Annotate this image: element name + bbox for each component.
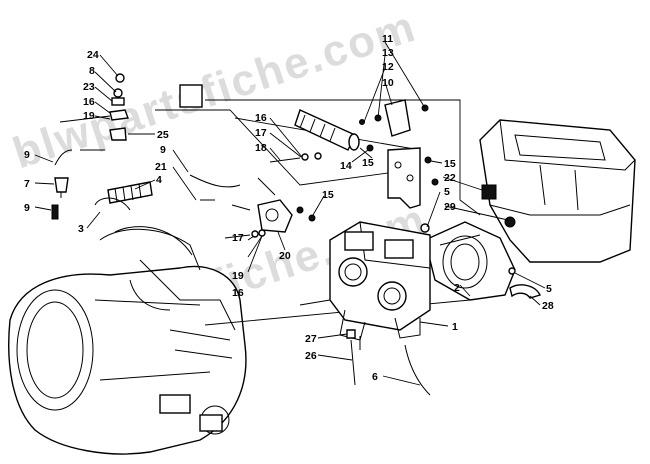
fuel-filter bbox=[294, 109, 360, 151]
callout-16: 16 bbox=[232, 287, 244, 299]
gasket-29 bbox=[504, 216, 516, 228]
callout-8: 8 bbox=[89, 65, 95, 77]
callout-20: 20 bbox=[279, 250, 291, 262]
callout-18: 18 bbox=[255, 142, 267, 154]
callout-leaders bbox=[34, 41, 546, 386]
callout-5: 5 bbox=[444, 186, 450, 198]
callout-15: 15 bbox=[322, 189, 334, 201]
callout-16: 16 bbox=[83, 96, 95, 108]
callout-29: 29 bbox=[444, 201, 456, 213]
carburetor-assembly bbox=[299, 221, 431, 350]
callout-19: 19 bbox=[83, 110, 95, 122]
callout-9: 9 bbox=[160, 144, 166, 156]
fuel-pump bbox=[257, 199, 304, 233]
callout-26: 26 bbox=[305, 350, 317, 362]
callout-22: 22 bbox=[444, 172, 456, 184]
clip-9 bbox=[51, 204, 59, 220]
callout-10: 10 bbox=[382, 77, 394, 89]
air-silencer-box bbox=[479, 119, 636, 263]
callout-17: 17 bbox=[255, 127, 267, 139]
air-intake-housing bbox=[424, 221, 516, 301]
callout-2: 2 bbox=[454, 282, 460, 294]
callout-9: 9 bbox=[24, 202, 30, 214]
callout-21: 21 bbox=[155, 161, 167, 173]
callout-19: 19 bbox=[232, 270, 244, 282]
fuel-valve-parts bbox=[59, 73, 203, 141]
callout-numbers: 24 8 23 16 19 25 9 7 9 3 4 9 21 16 17 18… bbox=[24, 33, 554, 383]
fuel-filter-7 bbox=[54, 177, 69, 198]
clamp-3 bbox=[94, 197, 131, 211]
callout-7: 7 bbox=[24, 178, 30, 190]
callout-11: 11 bbox=[382, 33, 393, 45]
callout-1: 1 bbox=[452, 321, 458, 333]
callout-15: 15 bbox=[444, 158, 456, 170]
callout-5: 5 bbox=[546, 283, 552, 295]
callout-25: 25 bbox=[157, 129, 169, 141]
callout-24: 24 bbox=[87, 49, 99, 61]
callout-16: 16 bbox=[255, 112, 267, 124]
callout-13: 13 bbox=[382, 47, 394, 59]
callout-6: 6 bbox=[372, 371, 378, 383]
callout-28: 28 bbox=[542, 300, 554, 312]
callout-27: 27 bbox=[305, 333, 317, 345]
clamp-28 bbox=[509, 284, 541, 299]
callout-4: 4 bbox=[156, 174, 162, 186]
callout-14: 14 bbox=[340, 160, 352, 172]
watermark-text: blwpartsfiche.com bbox=[7, 2, 422, 178]
fuel-hoses bbox=[54, 149, 431, 396]
callout-9: 9 bbox=[24, 149, 30, 161]
callout-15: 15 bbox=[362, 157, 374, 169]
callout-3: 3 bbox=[78, 223, 84, 235]
mounting-bracket bbox=[359, 99, 432, 209]
primer-spring-4 bbox=[107, 181, 153, 204]
callout-12: 12 bbox=[382, 61, 394, 73]
callout-17: 17 bbox=[232, 232, 244, 244]
engine-drawing bbox=[8, 226, 247, 455]
callout-23: 23 bbox=[83, 81, 95, 93]
